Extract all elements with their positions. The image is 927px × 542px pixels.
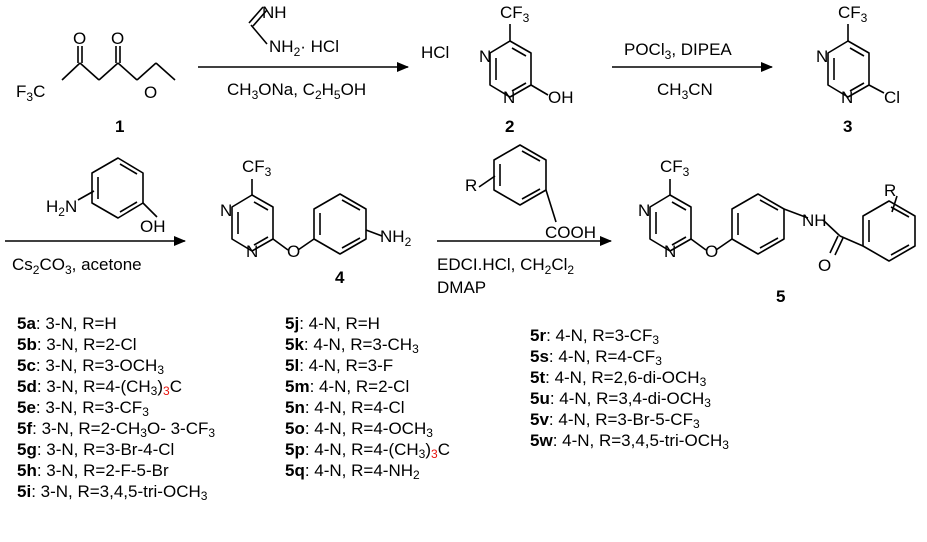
compound-5j: 5j: 4-N, R=H [285,314,380,333]
compound-3-structure [827,24,885,98]
atom-n1-2: N [479,47,491,66]
compound-5h: 5h: 3-N, R=2-F-5-Br [17,461,169,480]
compound-label-2: 2 [505,117,514,136]
atom-ether-o-5: O [705,242,718,261]
step3-solvent: CH3CN [657,80,713,102]
atom-ketone-o: O [73,29,86,48]
compound-5e: 5e: 3-N, R=3-CF3 [17,398,149,419]
atom-amide-o-5: O [818,256,831,275]
compound-5d: 5d: 3-N, R=4-(CH3)3C [17,377,182,398]
compound-label-1: 1 [115,117,124,136]
compound-5w: 5w: 4-N, R=3,4,5-tri-OCH3 [530,431,729,452]
synthesis-scheme: F3C O O O 1 NH NH2· HCl CH3ONa, C2H5OH H… [5,3,916,306]
atom-cooh: COOH [545,223,596,242]
atom-r-acid: R [465,176,477,195]
atom-nh2-4: NH2 [380,227,412,249]
compound-5c: 5c: 3-N, R=3-OCH3 [17,356,164,377]
compound-5-structure [649,179,916,262]
step4-conditions: Cs2CO3, acetone [12,255,142,277]
atom-cf3-5: CF3 [660,157,690,179]
step2-reagent: HCl [421,43,449,62]
compound-5t: 5t: 4-N, R=2,6-di-OCH3 [530,368,707,389]
compound-5o: 5o: 4-N, R=4-OCH3 [285,419,433,440]
compound-5l: 5l: 4-N, R=3-F [285,356,394,375]
atom-cf3-4: CF3 [242,157,272,179]
atom-nh-5: NH [802,211,827,230]
compound-5n: 5n: 4-N, R=4-Cl [285,398,405,417]
atom-ether-o-4: O [287,242,300,261]
formamidine-structure [248,6,268,45]
aminophenol-structure [77,157,158,219]
atom-n3-2: N [503,88,515,107]
atom-n1-5: N [638,201,650,220]
compound-5u: 5u: 4-N, R=3,4-di-OCH3 [530,389,711,410]
compound-5k: 5k: 4-N, R=3-CH3 [285,335,419,356]
step5-dmap: DMAP [437,278,486,297]
atom-f3c: F3C [16,82,45,104]
atom-n1-4: N [220,201,232,220]
atom-h2n-reagent: H2N [46,197,77,219]
compound-5v: 5v: 4-N, R=3-Br-5-CF3 [530,410,700,431]
compound-5s: 5s: 4-N, R=4-CF3 [530,347,662,368]
compound-5r: 5r: 4-N, R=3-CF3 [530,326,660,347]
atom-n1-3: N [816,47,828,66]
step3-reagents: POCl3, DIPEA [624,40,732,62]
compound-5p: 5p: 4-N, R=4-(CH3)3C [285,440,450,461]
step1-conditions: CH3ONa, C2H5OH [227,80,366,102]
compound-5q: 5q: 4-N, R=4-NH2 [285,461,420,482]
amidine-salt: NH2· HCl [269,37,339,59]
atom-n3-3: N [841,88,853,107]
atom-oh-2: OH [548,88,574,107]
compound-4-structure [231,179,383,255]
atom-cf3-3: CF3 [838,3,868,25]
benzoic-acid-structure [478,144,557,223]
atom-cf3-2: CF3 [500,3,530,25]
atom-ester-o: O [144,83,157,102]
atom-n3-4: N [246,242,258,261]
atom-ester-carbonyl-o: O [111,29,124,48]
compound-5a: 5a: 3-N, R=H [17,314,117,333]
compound-5b: 5b: 3-N, R=2-Cl [17,335,137,354]
compound-label-3: 3 [843,117,852,136]
compound-1-structure [61,46,176,81]
compound-label-5: 5 [776,287,785,306]
atom-n3-5: N [664,242,676,261]
atom-cl-3: Cl [884,88,900,107]
step5-reagents: EDCI.HCl, CH2Cl2 [437,255,574,277]
amidine-nh: NH [262,3,287,22]
compound-2-structure [489,24,549,98]
compound-5i: 5i: 3-N, R=3,4,5-tri-OCH3 [17,482,208,503]
atom-oh-reagent: OH [140,217,166,236]
compound-5f: 5f: 3-N, R=2-CH3O- 3-CF3 [17,419,216,440]
compound-label-4: 4 [335,268,345,287]
compound-5g: 5g: 3-N, R=3-Br-4-Cl [17,440,175,459]
compound-5m: 5m: 4-N, R=2-Cl [285,377,410,396]
atom-r-5: R [884,181,896,200]
